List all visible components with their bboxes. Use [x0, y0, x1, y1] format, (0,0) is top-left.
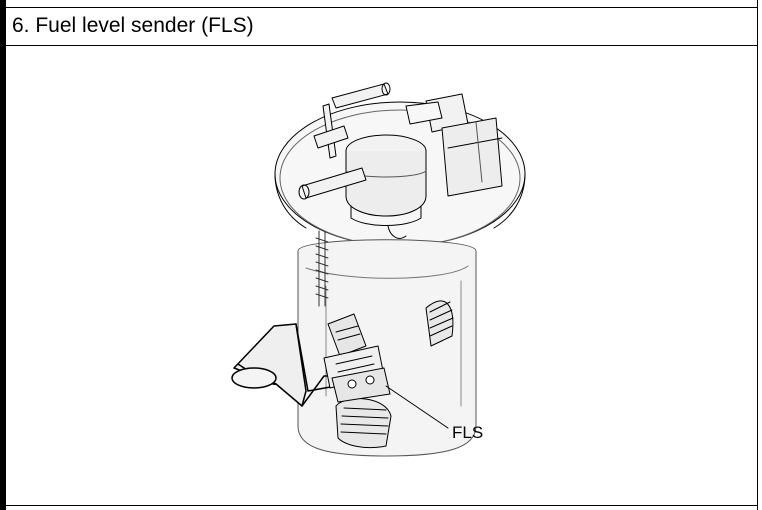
- fuel-pump-diagram: FLS: [231, 82, 526, 457]
- fls-callout-label: FLS: [452, 423, 483, 442]
- right-border: [757, 0, 758, 510]
- outlet-pipe-left: [298, 167, 367, 200]
- electrical-connector: [405, 93, 503, 197]
- float-arm: [231, 323, 377, 407]
- fuel-level-sender-unit: [323, 313, 391, 403]
- header-divider: [6, 45, 757, 46]
- guide-spring: [315, 230, 329, 307]
- section-title: 6. Fuel level sender (FLS): [12, 14, 254, 37]
- left-border: [0, 0, 6, 510]
- ribbed-strainer-bottom: [335, 398, 392, 449]
- top-pipes: [313, 82, 391, 159]
- bottom-border: [6, 505, 757, 506]
- fls-leader-line: [385, 385, 449, 429]
- ribbed-strainer-right: [425, 300, 454, 347]
- pump-motor-cap: [345, 134, 427, 226]
- wire-hook: [387, 225, 407, 239]
- top-border: [6, 7, 757, 8]
